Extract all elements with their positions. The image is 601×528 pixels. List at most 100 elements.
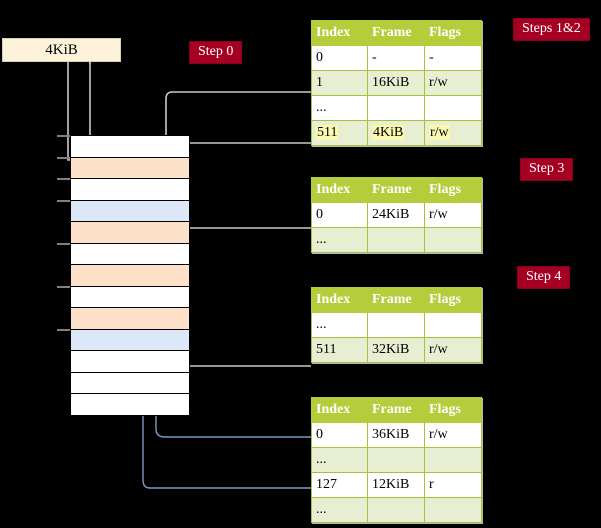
table-cell-cidx: 0 [311,45,368,71]
table-row: ... [311,497,482,523]
column-header-flags: Flags [424,20,482,46]
table-cell-cfrm [367,227,425,253]
table-cell-cflg: r/w [424,120,482,146]
memory-row-9 [71,329,189,351]
table-cell-cfrm: 16KiB [367,70,425,96]
memory-tick-3 [57,200,70,202]
table-cell-cfrm: 12KiB [367,472,425,498]
column-header-index: Index [311,177,368,203]
memory-row-8 [71,308,189,330]
table-cell-cfrm: 36KiB [367,422,425,448]
column-header-flags: Flags [424,397,482,423]
column-header-frame: Frame [367,287,425,313]
memory-column [70,135,190,416]
table-row: 0-- [311,45,482,71]
memory-row-5 [71,243,189,265]
table-cell-cidx: ... [311,227,368,253]
memory-tick-5 [57,286,70,288]
memory-row-10 [71,351,189,373]
memory-row-3 [71,200,189,222]
table-cell-cidx: ... [311,95,368,121]
table-cell-cflg [424,497,482,523]
table-cell-cidx: 511 [311,337,368,363]
memory-row-11 [71,372,189,394]
table-cell-cflg: r/w [424,337,482,363]
column-header-index: Index [311,20,368,46]
table-row: ... [311,95,482,121]
table-cell-cflg [424,227,482,253]
column-header-frame: Frame [367,20,425,46]
frame-box-4kib: 4KiB [2,38,121,62]
table-row: ... [311,447,482,473]
memory-row-1 [71,157,189,179]
table-cell-cidx: 0 [311,202,368,228]
memory-tick-2 [57,178,70,180]
table-cell-cflg [424,447,482,473]
badge-step-4-label: Step 4 [526,269,562,284]
memory-tick-0 [57,135,70,137]
memory-tick-4 [57,243,70,245]
table-cell-cflg: r/w [424,422,482,448]
memory-row-6 [71,265,189,287]
badge-step-3: Step 3 [520,158,574,181]
table-cell-cflg [424,95,482,121]
frame-box-label: 4KiB [45,41,78,58]
memory-tick-6 [57,329,70,331]
table-cell-cfrm: - [367,45,425,71]
table-cell-cfrm: 32KiB [367,337,425,363]
column-header-frame: Frame [367,397,425,423]
table-cell-cflg: r [424,472,482,498]
wire-step4-row511-to-memory [171,314,311,367]
table-cell-cfrm [367,312,425,338]
table-cell-cfrm [367,497,425,523]
wire-step3-row0-to-memory [177,227,311,276]
table-cell-cidx: ... [311,312,368,338]
table-cell-cidx: 511 [311,120,368,146]
table-cell-cfrm [367,447,425,473]
table-cell-cidx: 0 [311,422,368,448]
memory-row-7 [71,286,189,308]
badge-step-4: Step 4 [517,266,571,289]
memory-row-4 [71,222,189,244]
table-cell-cflg: - [424,45,482,71]
column-header-index: Index [311,287,368,313]
memory-row-12 [71,394,189,416]
column-header-frame: Frame [367,177,425,203]
table-cell-cfrm: 24KiB [367,202,425,228]
table-cell-cidx: 1 [311,70,368,96]
badge-step-0: Step 0 [189,41,243,64]
table-cell-cfrm: 4KiB [367,120,425,146]
table-cell-cflg: r/w [424,70,482,96]
badge-step-3-label: Step 3 [529,161,565,176]
table-cell-cidx: ... [311,497,368,523]
table-cell-cfrm [367,95,425,121]
table-cell-cidx: 127 [311,472,368,498]
table-row: ... [311,227,482,253]
table-cell-cflg [424,312,482,338]
column-header-index: Index [311,397,368,423]
memory-row-0 [71,136,189,158]
column-header-flags: Flags [424,177,482,203]
table-cell-cflg: r/w [424,202,482,228]
memory-row-2 [71,179,189,201]
table-row: ... [311,312,482,338]
memory-tick-1 [57,157,70,159]
column-header-flags: Flags [424,287,482,313]
badge-step-0-label: Step 0 [198,44,234,59]
table-cell-cidx: ... [311,447,368,473]
